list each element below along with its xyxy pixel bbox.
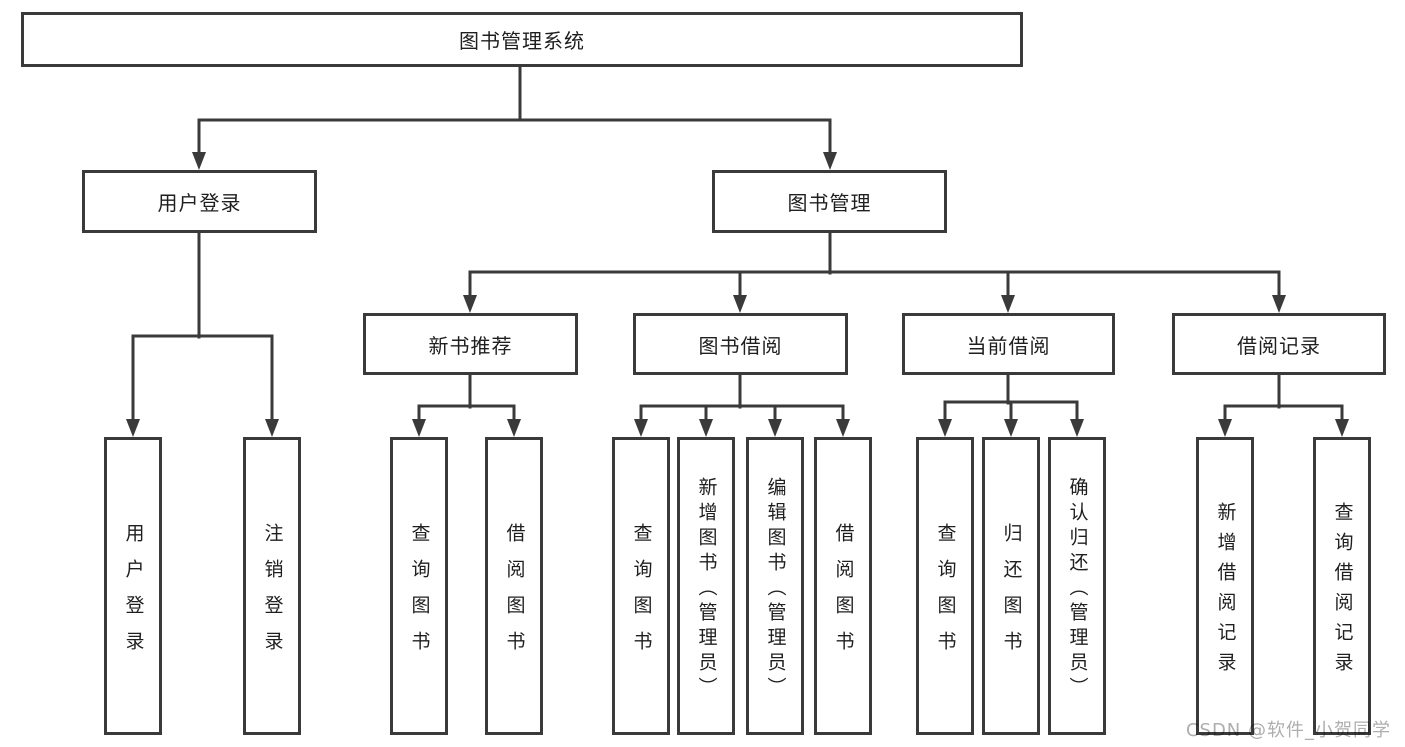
- node-user-login: 用户登录: [82, 170, 317, 233]
- leaf-borrow-book: 借阅图书: [485, 437, 543, 735]
- edges-new-books: [417, 373, 516, 423]
- csdn-watermark: CSDN @软件_小贺同学: [1185, 720, 1391, 741]
- leaf-query-book: 查询图书: [916, 437, 974, 735]
- node-label: 图书管理: [787, 191, 872, 215]
- node-label: 新书推荐: [428, 333, 513, 358]
- leaf-label: 归还图书: [1000, 522, 1023, 667]
- edges-current: [943, 373, 1079, 423]
- node-label: 当前借阅: [966, 333, 1051, 358]
- edges-borrow: [639, 373, 845, 423]
- leaf-label: 查询图书: [630, 522, 653, 667]
- leaf-label: 注销登录: [261, 522, 284, 667]
- node-label: 用户登录: [157, 191, 242, 215]
- leaf-label: 新增图书（管理员）: [695, 476, 718, 702]
- leaf-borrow-book: 借阅图书: [814, 437, 872, 735]
- edges-records: [1223, 373, 1344, 423]
- leaf-label: 借阅图书: [503, 522, 526, 667]
- node-library-management-system: 图书管理系统: [21, 12, 1023, 67]
- leaf-label: 借阅图书: [832, 522, 855, 667]
- leaf-label: 查询借阅记录: [1331, 501, 1354, 682]
- leaf-return-book: 归还图书: [982, 437, 1040, 735]
- leaf-label: 新增借阅记录: [1214, 501, 1237, 682]
- edges-user-login: [131, 231, 274, 423]
- leaf-label: 查询图书: [934, 522, 957, 667]
- leaf-logout: 注销登录: [243, 437, 301, 735]
- leaf-edit-book-admin: 编辑图书（管理员）: [746, 437, 804, 735]
- leaf-query-book: 查询图书: [390, 437, 448, 735]
- node-current-borrowing: 当前借阅: [902, 313, 1115, 375]
- node-label: 图书管理系统: [459, 29, 585, 53]
- leaf-query-book: 查询图书: [612, 437, 670, 735]
- leaf-query-borrow-record: 查询借阅记录: [1313, 437, 1371, 735]
- leaf-label: 用户登录: [122, 522, 145, 667]
- leaf-user-login: 用户登录: [104, 437, 162, 735]
- leaf-label: 确认归还（管理员）: [1066, 476, 1089, 702]
- leaf-label: 编辑图书（管理员）: [764, 476, 787, 702]
- node-borrow-records: 借阅记录: [1172, 313, 1386, 375]
- node-new-book-recommend: 新书推荐: [363, 313, 578, 375]
- node-label: 借阅记录: [1237, 333, 1321, 358]
- arrowheads: [126, 152, 1349, 437]
- node-label: 图书借阅: [698, 333, 783, 358]
- leaf-add-book-admin: 新增图书（管理员）: [677, 437, 735, 735]
- node-book-management: 图书管理: [712, 170, 947, 233]
- leaf-label: 查询图书: [408, 522, 431, 667]
- node-book-borrowing: 图书借阅: [633, 313, 848, 375]
- leaf-confirm-return-admin: 确认归还（管理员）: [1048, 437, 1106, 735]
- edges-book-mgmt: [468, 231, 1281, 299]
- edges-root: [197, 65, 832, 156]
- leaf-add-borrow-record: 新增借阅记录: [1196, 437, 1254, 735]
